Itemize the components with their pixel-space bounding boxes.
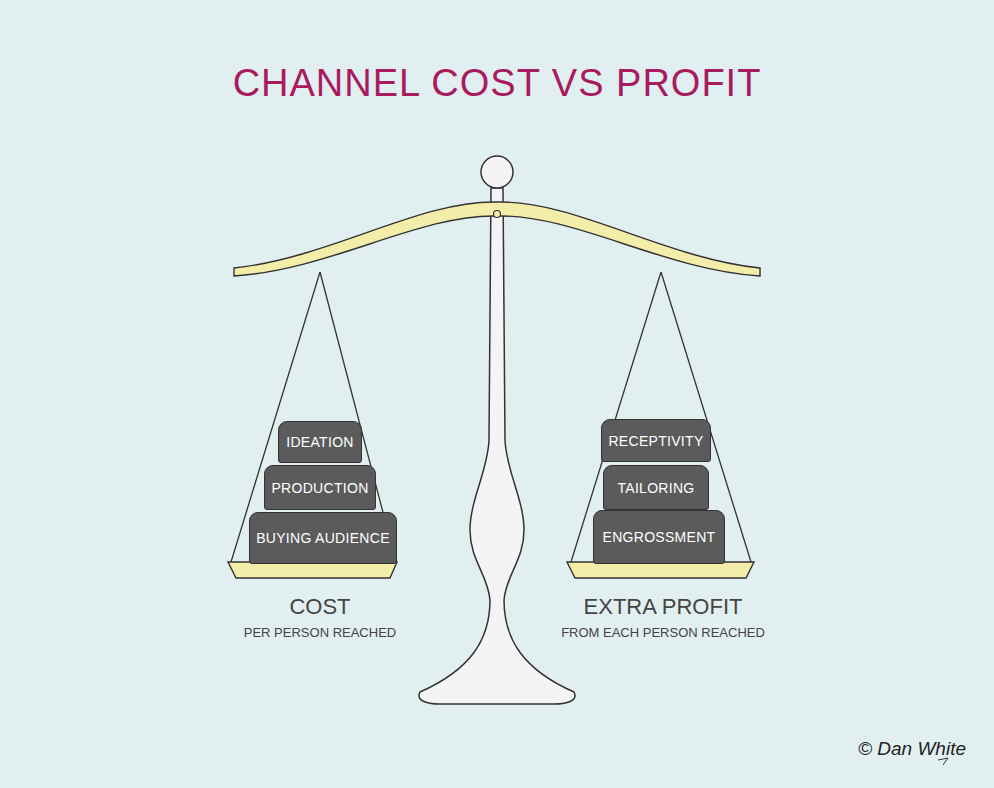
title: CHANNEL COST VS PROFIT: [0, 62, 994, 105]
weight-block: TAILORING: [603, 465, 709, 510]
weight-label: TAILORING: [617, 480, 694, 496]
profit-subheading: FROM EACH PERSON REACHED: [561, 625, 765, 640]
cost-subheading: PER PERSON REACHED: [244, 625, 396, 640]
weight-label: ENGROSSMENT: [603, 529, 716, 545]
cost-heading: COST: [289, 594, 350, 620]
profit-heading: EXTRA PROFIT: [584, 594, 743, 620]
weight-label: RECEPTIVITY: [608, 433, 703, 449]
weight-block: RECEPTIVITY: [601, 419, 711, 462]
weight-label: PRODUCTION: [271, 480, 368, 496]
weight-block: ENGROSSMENT: [593, 510, 725, 564]
weight-block: BUYING AUDIENCE: [249, 512, 397, 564]
weight-label: BUYING AUDIENCE: [256, 530, 390, 546]
weight-label: IDEATION: [286, 434, 353, 450]
weight-block: IDEATION: [278, 421, 362, 463]
copyright: © Dan White: [858, 738, 966, 760]
weight-block: PRODUCTION: [264, 465, 376, 510]
